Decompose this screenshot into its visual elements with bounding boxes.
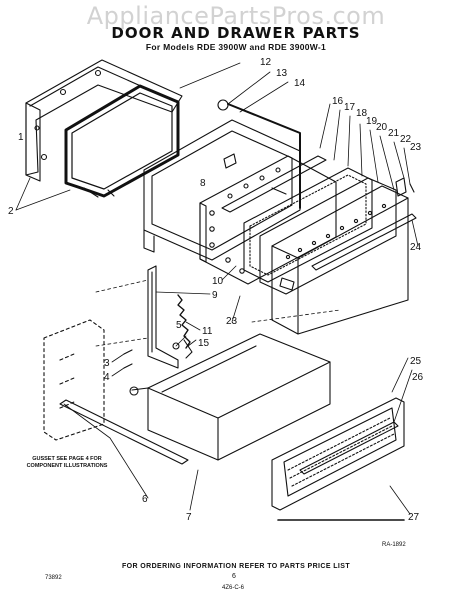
callout-8: 8 [200,178,206,189]
callout-14: 14 [294,78,306,89]
callout-15: 15 [198,338,210,349]
callout-27: 27 [408,512,420,523]
part-20-door-panel [259,177,397,295]
part-11-spring [177,294,191,349]
part-5-roller [172,342,180,350]
part-4-washer [123,363,133,369]
callout-4: 4 [104,372,110,383]
part-9-drawer-side-bracket [147,265,179,369]
part-3-screw [123,349,133,355]
callout-22: 22 [400,134,412,145]
gusset-dashed-outline [43,319,105,441]
leader-lines [15,62,419,515]
part-22-hinge [395,177,407,197]
part-19-insulation-pad [243,167,373,283]
part-10-door-liner [199,155,337,285]
bottom-code: 4Z6-C-6 [222,585,245,591]
diagram-title: DOOR AND DRAWER PARTS [111,24,361,42]
part-21-outer-door-front [271,185,409,335]
diagram-subtitle: For Models RDE 3900W and RDE 3900W-1 [145,42,327,52]
callout-2: 2 [8,206,14,217]
part-6-drawer-slide [59,399,189,465]
callout-13: 13 [276,68,288,79]
callout-3: 3 [104,358,110,369]
callout-23-lower: 23 [226,316,238,327]
part-15-link [183,339,193,359]
callout-24: 24 [410,242,422,253]
callout-5: 5 [176,320,182,331]
part-13-inner-door-frame [143,119,301,261]
callout-11: 11 [202,326,213,337]
callout-19: 19 [366,116,378,127]
callout-labels: 12 13 14 1 2 8 16 17 18 19 20 21 22 23 2… [8,57,424,523]
callout-7: 7 [186,512,192,523]
callout-16: 16 [332,96,344,107]
callout-6: 6 [142,494,148,505]
callout-18: 18 [356,108,368,119]
callout-17: 17 [344,102,356,113]
callout-25: 25 [410,356,422,367]
part-25-drawer-front [271,397,405,511]
callout-12: 12 [260,57,272,68]
callout-21: 21 [388,128,400,139]
callout-1: 1 [18,132,24,143]
ordering-footer: FOR ORDERING INFORMATION REFER TO PARTS … [121,563,351,570]
part-26-drawer-handle [299,421,399,475]
callout-10: 10 [212,276,224,287]
left-code: 73892 [45,575,62,581]
part-17-spacer-bar [221,155,327,213]
callout-9: 9 [212,290,218,301]
part-8-clip [223,153,237,169]
part-7-drawer-body [129,333,331,461]
watermark: AppliancePartsPros.com [86,2,386,30]
part-1-outer-door-panel [25,59,183,182]
callout-20: 20 [376,122,388,133]
page-number: 6 [232,573,236,580]
part-14-grommet [217,99,229,111]
gusset-note: GUSSET SEE PAGE 4 FOR COMPONENT ILLUSTRA… [26,456,108,469]
ra-code: RA-1892 [382,542,406,548]
callout-26: 26 [412,372,424,383]
part-24-door-handle [311,213,417,271]
callout-23: 23 [410,142,422,153]
part-14-door-seal [227,103,301,209]
part-23-screw [409,183,415,193]
part-2-door-gasket [64,84,180,198]
